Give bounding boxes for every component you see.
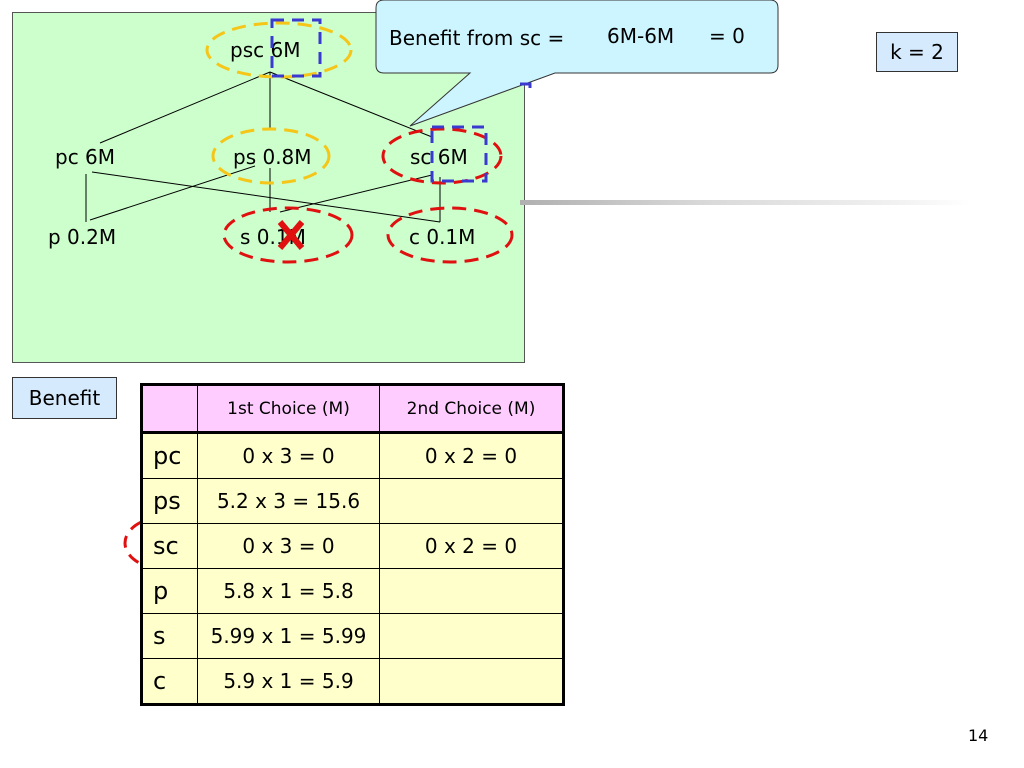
callout-result: = 0: [709, 24, 745, 48]
row-view-label: pc: [140, 431, 198, 479]
second-choice-cell: [379, 658, 565, 706]
table-row: s 5.99 x 1 = 5.99: [140, 613, 565, 659]
header-corner: [140, 383, 198, 433]
edge-pc-c: [91, 171, 441, 223]
row-view-label: c: [140, 658, 198, 706]
k-parameter-box: k = 2: [876, 32, 958, 72]
callout-expression: 6M-6M: [607, 24, 675, 48]
first-choice-cell: 0 x 3 = 0: [197, 431, 380, 479]
first-choice-cell: 5.99 x 1 = 5.99: [197, 613, 380, 659]
benefit-table: 1st Choice (M) 2nd Choice (M) pc 0 x 3 =…: [140, 383, 565, 706]
callout-label: Benefit from sc =: [389, 26, 565, 50]
first-choice-cell: 5.8 x 1 = 5.8: [197, 568, 380, 614]
table-header-row: 1st Choice (M) 2nd Choice (M): [140, 383, 565, 433]
header-second-choice: 2nd Choice (M): [379, 383, 565, 433]
row-view-label: ps: [140, 478, 198, 524]
table-row: sc 0 x 3 = 0 0 x 2 = 0: [140, 523, 565, 569]
second-choice-cell: [379, 478, 565, 524]
node-pc: pc 6M: [55, 145, 116, 169]
node-psc: psc 6M: [230, 38, 301, 62]
first-choice-cell: 0 x 3 = 0: [197, 523, 380, 569]
row-view-label: s: [140, 613, 198, 659]
second-choice-cell: [379, 613, 565, 659]
edge-psc-pc: [99, 71, 271, 144]
edge-ps-p: [89, 165, 256, 221]
first-choice-cell: 5.2 x 3 = 15.6: [197, 478, 380, 524]
second-choice-cell: [379, 568, 565, 614]
node-ps: ps 0.8M: [233, 145, 312, 169]
node-p: p 0.2M: [48, 225, 117, 249]
table-row: pc 0 x 3 = 0 0 x 2 = 0: [140, 431, 565, 479]
page-number: 14: [968, 726, 989, 745]
second-choice-cell: 0 x 2 = 0: [379, 523, 565, 569]
table-row: c 5.9 x 1 = 5.9: [140, 658, 565, 706]
first-choice-cell: 5.9 x 1 = 5.9: [197, 658, 380, 706]
edge-psc-sc: [269, 71, 433, 138]
node-s: s 0.1M: [240, 225, 306, 249]
row-view-label: sc: [140, 523, 198, 569]
header-first-choice: 1st Choice (M): [197, 383, 380, 433]
table-row: ps 5.2 x 3 = 15.6: [140, 478, 565, 524]
node-c: c 0.1M: [409, 225, 476, 249]
benefit-label: Benefit: [12, 377, 117, 419]
table-row: p 5.8 x 1 = 5.8: [140, 568, 565, 614]
edge-sc-s: [279, 174, 433, 213]
divider-line: [520, 200, 970, 205]
second-choice-cell: 0 x 2 = 0: [379, 431, 565, 479]
node-sc: sc 6M: [410, 145, 468, 169]
row-view-label: p: [140, 568, 198, 614]
